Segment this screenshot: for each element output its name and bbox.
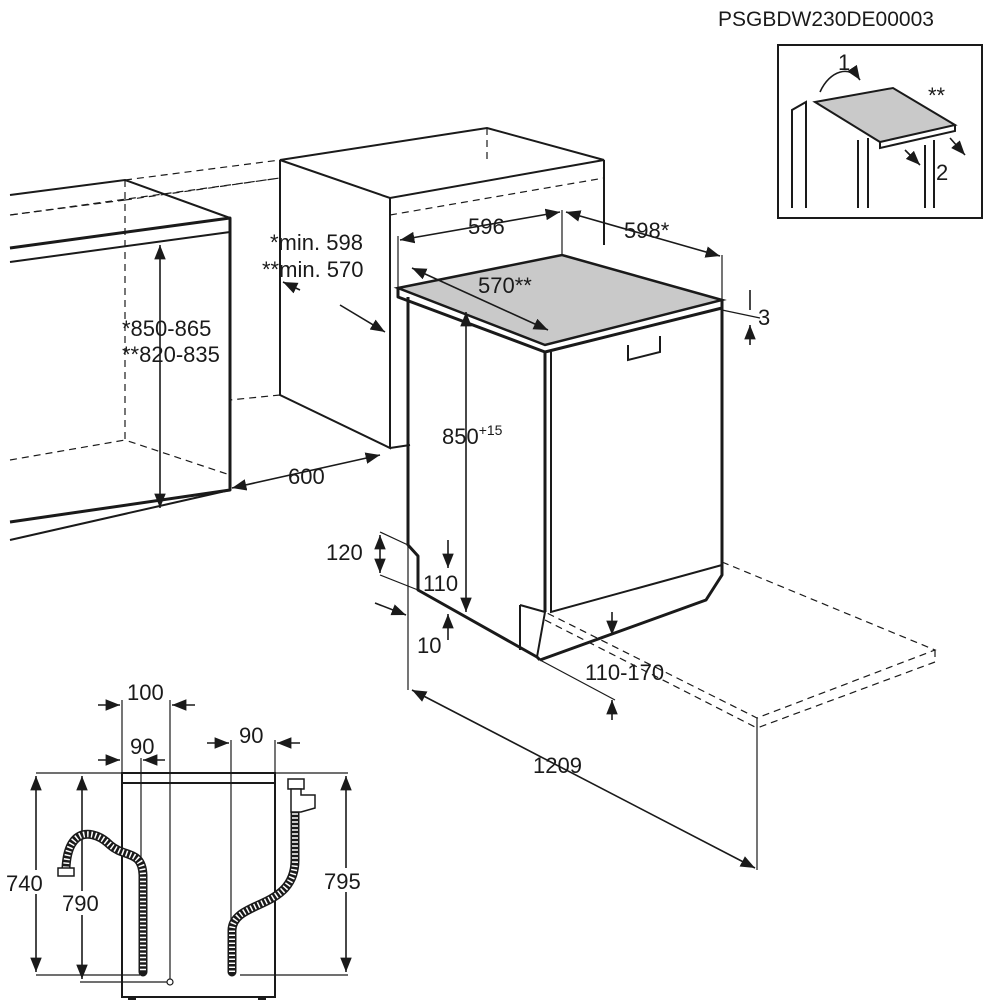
- rear-h-740-label: 740: [6, 871, 43, 896]
- rear-view: [30, 699, 352, 1000]
- rear-h-795-label: 795: [324, 869, 361, 894]
- rear-h-790-label: 790: [62, 891, 99, 916]
- plinth-120-label: 120: [326, 540, 363, 565]
- rear-offset-90-right-label: 90: [239, 723, 263, 748]
- rear-offset-100-label: 100: [127, 680, 164, 705]
- dimension-lines: [154, 208, 760, 869]
- inset-lid-removal: 1 ** 2: [777, 44, 983, 219]
- door-open-label: 1209: [533, 753, 582, 778]
- document-code: PSGBDW230DE00003: [718, 8, 934, 31]
- niche-depth-b-label: 570**: [478, 273, 532, 298]
- niche-depth-a-label: 598*: [624, 218, 670, 243]
- niche-min-b-label: **min. 570: [262, 257, 364, 282]
- foot-range-label: 110-170: [585, 660, 664, 685]
- niche-depth-600-label: 600: [288, 464, 325, 489]
- niche-height-b-label: **820-835: [122, 342, 220, 367]
- plinth-110-label: 110: [423, 571, 458, 596]
- niche-width-label: 596: [468, 214, 505, 239]
- dishwasher: [393, 253, 727, 662]
- top-gap-label: 3: [758, 305, 770, 330]
- inset-note-mark: **: [928, 83, 946, 108]
- inset-step-2: 2: [936, 160, 948, 185]
- floor-plane: [544, 561, 937, 870]
- inset-step-1: 1: [838, 50, 850, 75]
- niche-height-a-label: *850-865: [122, 316, 211, 341]
- left-cabinet: [9, 178, 232, 541]
- niche-min-a-label: *min. 598: [270, 230, 363, 255]
- rear-offset-90-left-label: 90: [130, 734, 154, 759]
- appliance-height-label: 850+15: [442, 422, 503, 449]
- plinth-10-label: 10: [417, 633, 441, 658]
